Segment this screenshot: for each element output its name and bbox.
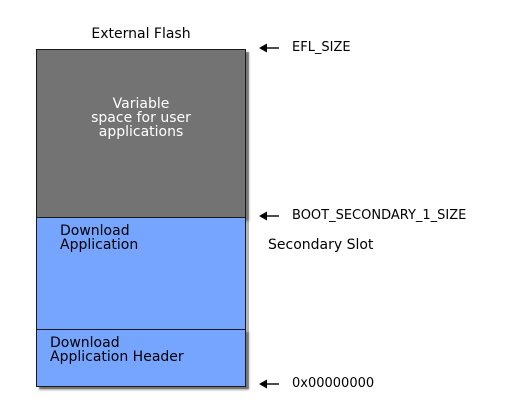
download-application-label: Download Application	[60, 224, 138, 252]
download-application-header-label: Download Application Header	[50, 336, 184, 364]
variable-space-line-2: space for user	[91, 110, 191, 126]
marker-efl-size: EFL_SIZE	[259, 40, 351, 56]
variable-space-line-1: Variable	[112, 96, 170, 112]
marker-base-address: 0x00000000	[259, 376, 374, 392]
diagram-shadow-right	[246, 52, 249, 386]
marker-boot-secondary-size: BOOT_SECONDARY_1_SIZE	[259, 208, 466, 224]
download-application-line-2: Application	[60, 237, 139, 253]
download-application-line-1: Download	[60, 223, 130, 239]
download-application-header-block: Download Application Header	[36, 329, 246, 387]
variable-space-line-3: applications	[98, 124, 184, 140]
download-header-line-2: Application Header	[50, 349, 184, 365]
left-arrow-icon	[259, 43, 279, 53]
diagram-title: External Flash	[91, 26, 191, 42]
marker-label-base-address: 0x00000000	[292, 376, 375, 391]
variable-space-block: Variable space for user applications	[36, 49, 246, 218]
marker-label-efl-size: EFL_SIZE	[292, 40, 351, 55]
left-arrow-icon	[259, 211, 279, 221]
variable-space-label: Variable space for user applications	[37, 97, 245, 139]
left-arrow-icon	[259, 379, 279, 389]
secondary-slot-label: Secondary Slot	[268, 237, 374, 253]
marker-label-boot-secondary-size: BOOT_SECONDARY_1_SIZE	[292, 208, 467, 223]
download-application-block: Download Application	[36, 217, 246, 330]
download-header-line-1: Download	[50, 335, 120, 351]
diagram-shadow-bottom	[39, 386, 249, 389]
